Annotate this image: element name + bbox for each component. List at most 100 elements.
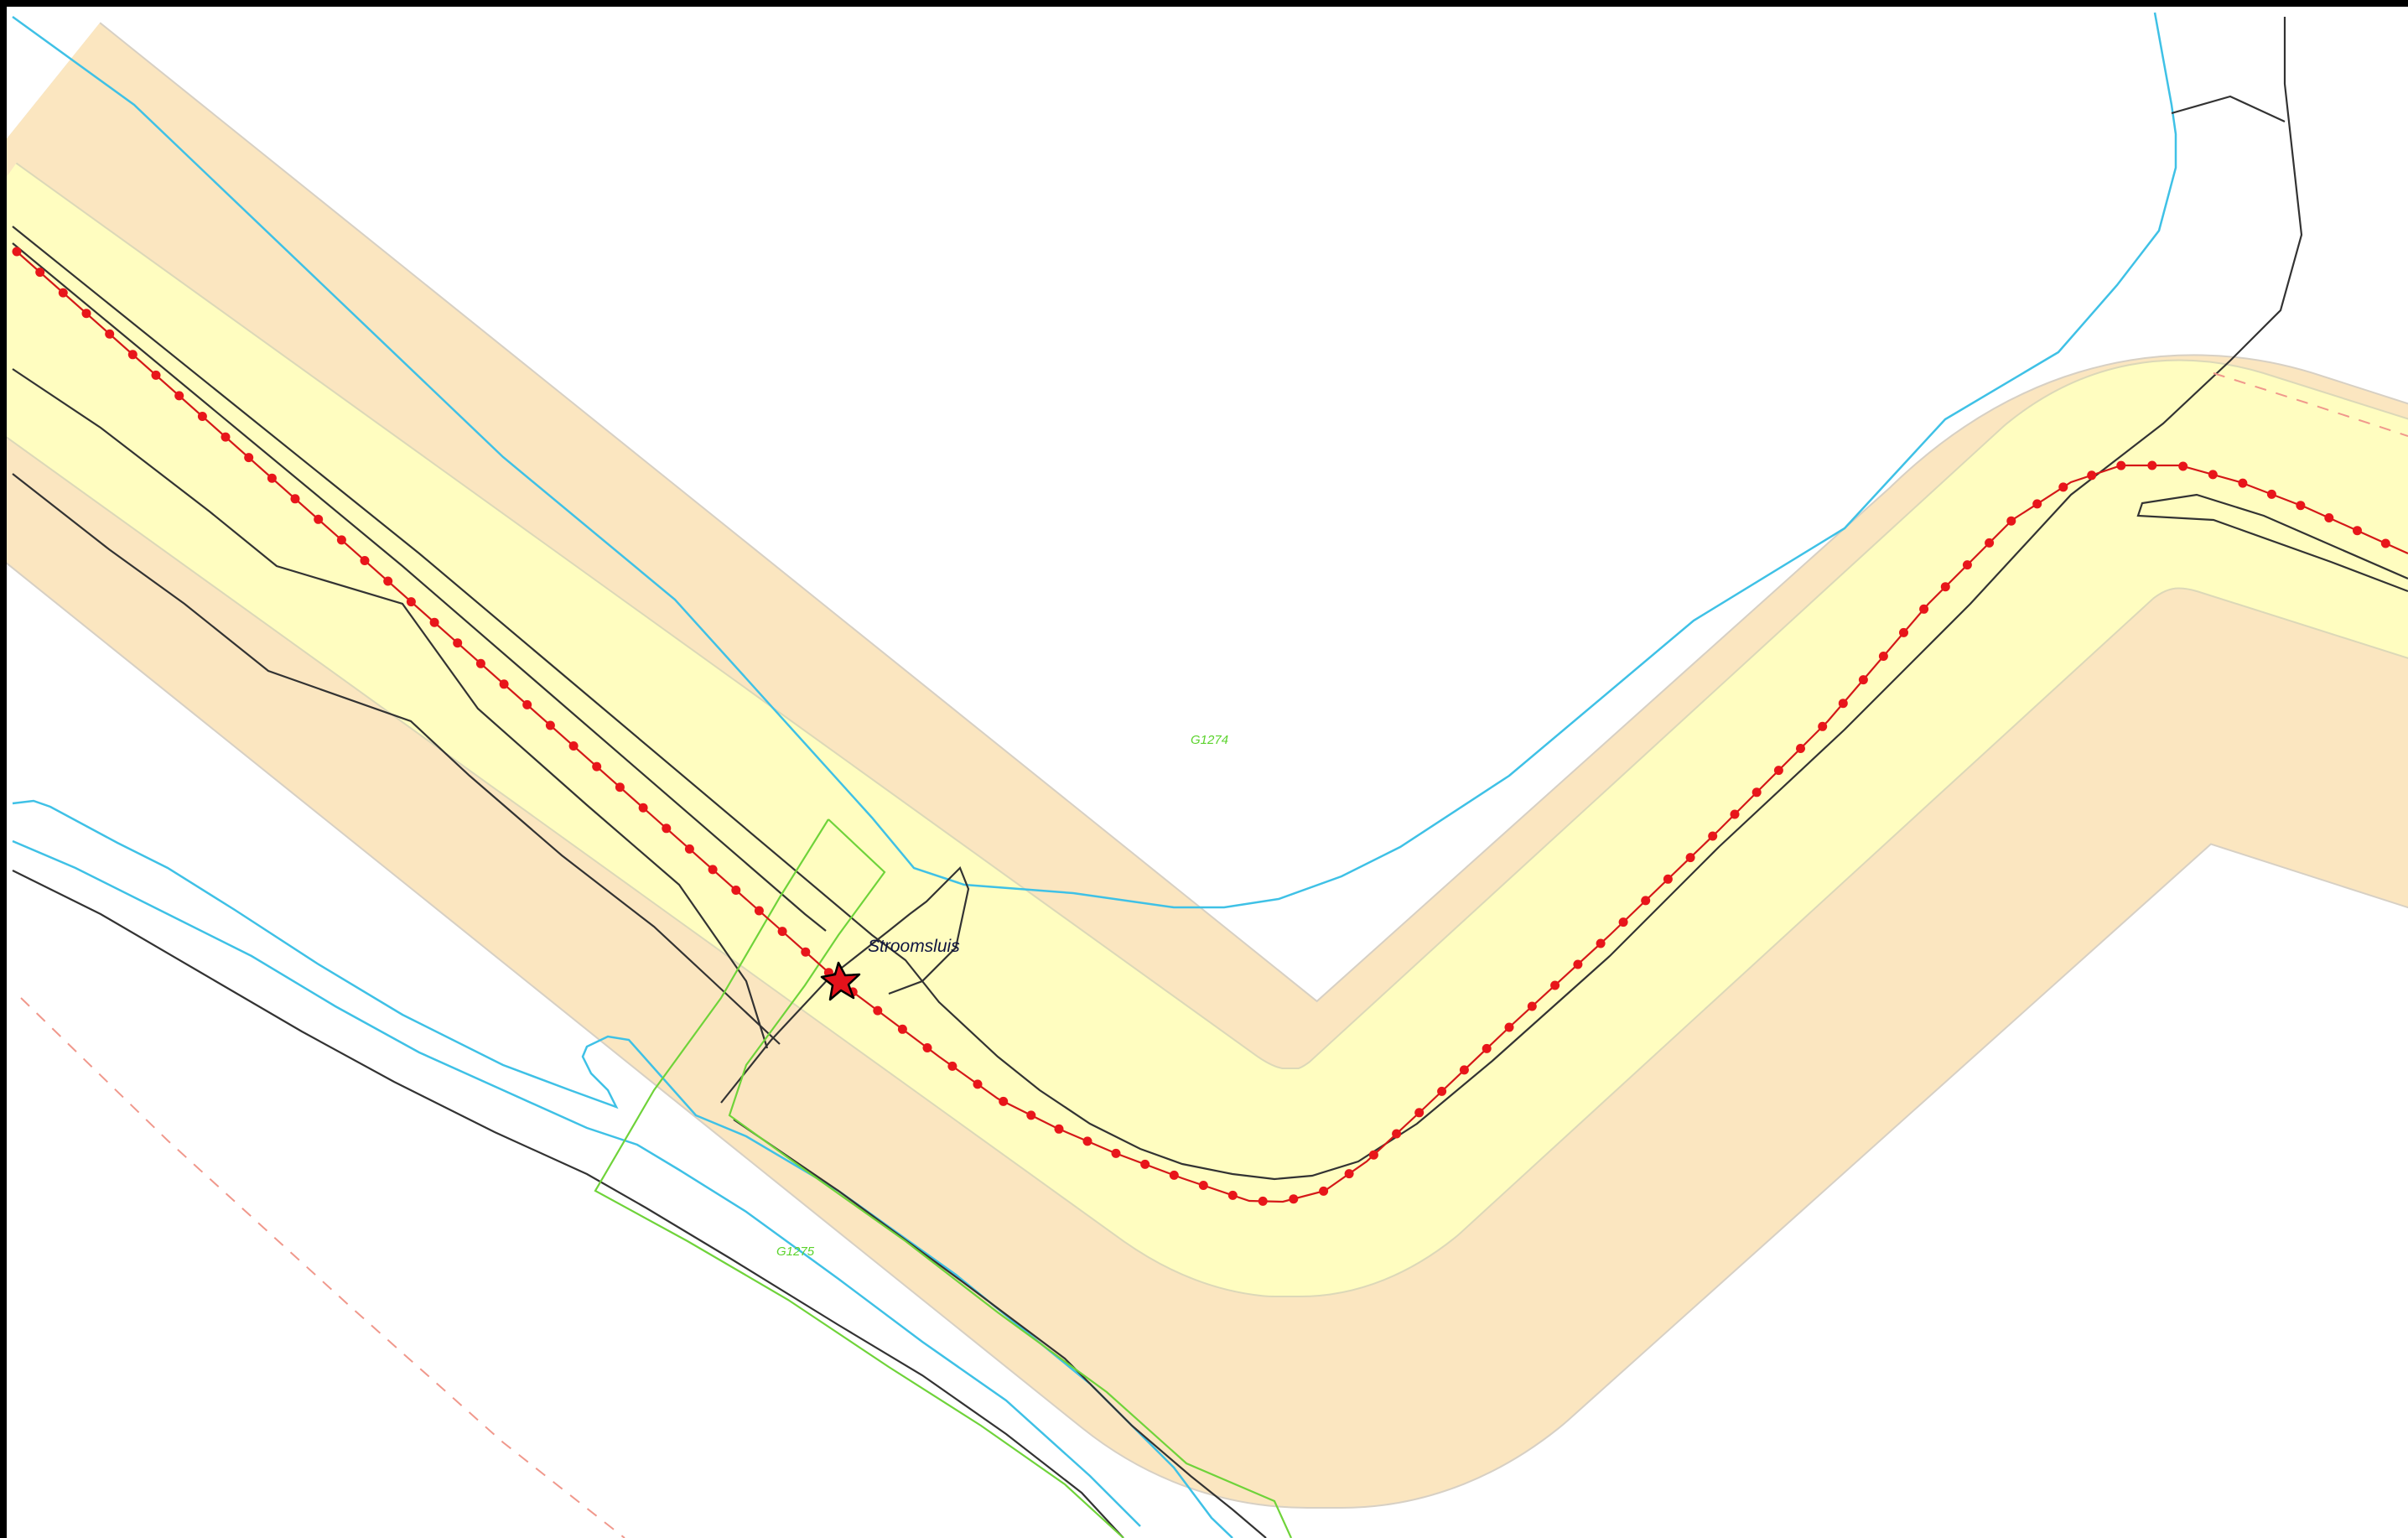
track-dot	[708, 865, 718, 875]
water-lines	[12, 12, 2177, 1538]
track-dot	[1169, 1170, 1179, 1180]
track-dot	[801, 947, 811, 957]
track-dot	[568, 741, 579, 751]
track-dot	[290, 494, 300, 504]
track-dot	[1596, 938, 1606, 948]
track-dot	[1962, 560, 1972, 570]
railway-track	[12, 247, 2408, 1206]
track-dot	[973, 1079, 983, 1089]
track-dot	[2006, 516, 2016, 526]
track-dot	[1289, 1194, 1299, 1204]
track-dot	[2353, 526, 2362, 536]
boundary-line-west	[12, 368, 769, 1049]
dashed-boundary-line-east	[2213, 372, 2408, 437]
track-dot	[81, 309, 91, 319]
track-dot	[1527, 1001, 1537, 1011]
track-dot	[1730, 809, 1740, 819]
boundary-line-east-branch	[2136, 493, 2408, 593]
parcel-label-g1274[interactable]: G1274	[1191, 733, 1228, 747]
track-dot	[383, 576, 393, 586]
track-dot	[2380, 538, 2390, 548]
track-dot	[545, 720, 555, 730]
track-dot	[2238, 478, 2248, 488]
track-dot	[1940, 582, 1950, 592]
inner-buffer-zone	[0, 164, 2408, 1296]
boundary-line-south	[12, 870, 1124, 1538]
track-dot	[2178, 461, 2188, 471]
track-dot	[2266, 489, 2276, 499]
track-dot	[1392, 1129, 1402, 1139]
track-dot	[1985, 538, 1995, 548]
boundary-lines	[12, 17, 2408, 1538]
track-dot	[2324, 513, 2334, 522]
track-dot	[406, 597, 416, 607]
track-dot	[638, 803, 648, 813]
track-dot	[1858, 675, 1868, 685]
track-dot	[684, 844, 694, 854]
track-dot	[1818, 721, 1828, 731]
track-dot	[922, 1043, 932, 1052]
track-dot	[1641, 896, 1651, 906]
track-dot	[151, 370, 161, 380]
track-dot	[999, 1096, 1009, 1106]
track-dot	[1919, 604, 1929, 614]
track-dot	[1319, 1186, 1329, 1196]
track-dot	[2147, 460, 2157, 470]
water-line-south-outer	[12, 799, 1233, 1538]
track-dot	[2116, 460, 2126, 470]
track-dot	[873, 1005, 883, 1016]
boundary-line-southeast	[733, 1119, 1267, 1538]
track-dot	[1140, 1159, 1150, 1169]
track-dot	[662, 824, 672, 834]
track-dot	[453, 638, 463, 648]
parcel-boundaries	[594, 818, 1293, 1538]
track-dot	[1899, 627, 1908, 637]
track-dot	[897, 1024, 907, 1034]
track-dot	[429, 617, 439, 627]
red-star-icon[interactable]	[820, 961, 861, 1001]
track-dot	[1752, 787, 1762, 798]
track-dot	[592, 761, 602, 772]
water-line-north	[12, 12, 2177, 909]
track-dot	[1082, 1136, 1092, 1146]
track-dot	[1258, 1196, 1268, 1206]
station-label[interactable]: Stroomsluis	[868, 937, 960, 956]
track-dot	[2208, 470, 2218, 480]
track-dot	[1414, 1108, 1425, 1118]
track-dot	[360, 556, 370, 565]
track-dot	[1111, 1148, 1121, 1158]
track-dot	[1878, 652, 1888, 661]
track-dot	[1054, 1124, 1064, 1134]
track-dot	[1618, 917, 1628, 927]
parcel-boundary-g1275-west	[594, 818, 1124, 1538]
boundary-line-west-lower	[12, 473, 781, 1045]
buffer-zones	[0, 22, 2408, 1509]
track-dot	[336, 535, 346, 545]
track-dot	[127, 350, 138, 360]
parcel-label-g1275[interactable]: G1275	[776, 1244, 815, 1259]
track-dot	[1227, 1190, 1238, 1200]
track-dot	[58, 288, 68, 298]
parcel-boundary-g1275	[728, 818, 1293, 1538]
track-dot	[1504, 1022, 1514, 1032]
track-dot	[12, 247, 22, 257]
water-line-south-inner	[12, 839, 1141, 1527]
track-dot	[1663, 874, 1673, 884]
track-dot	[1482, 1043, 1492, 1053]
track-dot	[777, 927, 787, 937]
track-dot	[1773, 766, 1783, 776]
track-dot	[475, 658, 485, 668]
track-dot	[731, 886, 741, 895]
track-dots	[12, 247, 2390, 1206]
track-dot	[947, 1061, 957, 1071]
track-dot	[499, 679, 509, 689]
track-dot	[615, 782, 625, 792]
track-dot	[1573, 959, 1583, 969]
boundary-line-upper-parallel	[12, 242, 827, 932]
track-dot	[314, 514, 324, 524]
track-dot	[1685, 853, 1695, 863]
track-dot	[1344, 1169, 1354, 1179]
track-dot	[267, 473, 277, 483]
station-marker[interactable]: Stroomsluis	[820, 937, 960, 1001]
